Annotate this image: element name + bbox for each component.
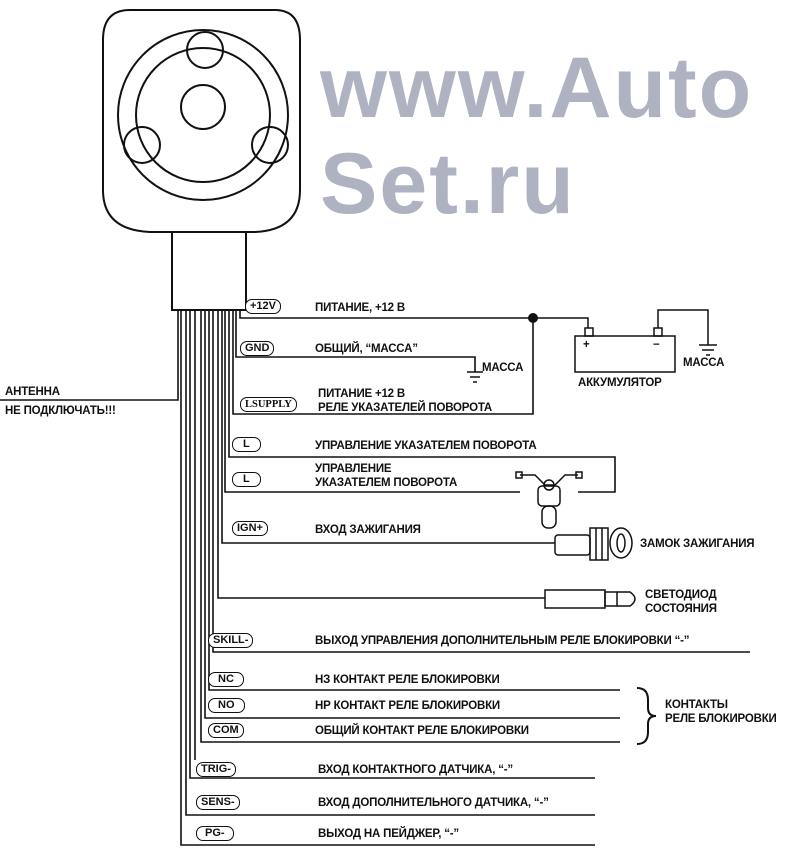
watermark: www.AutoSet.ru (320, 40, 754, 232)
wire-label-nc: НЗ КОНТАКТ РЕЛЕ БЛОКИРОВКИ (315, 674, 500, 686)
wire-label-12v: ПИТАНИЕ, +12 В (315, 302, 405, 314)
ignition-lock-label: ЗАМОК ЗАЖИГАНИЯ (640, 538, 755, 550)
battery-icon (530, 309, 717, 373)
wire-label-gnd: ОБЩИЙ, “МАССА” (315, 343, 418, 355)
wire-label-sens: ВХОД ДОПОЛНИТЕЛЬНОГО ДАТЧИКА, “-” (318, 797, 549, 809)
led-label: СВЕТОДИОД (645, 589, 717, 601)
wire-label-no: НР КОНТАКТ РЕЛЕ БЛОКИРОВКИ (315, 700, 500, 712)
wire-label-pg: ВЫХОД НА ПЕЙДЖЕР, “-” (318, 828, 459, 840)
ignition-lock-icon (554, 527, 633, 561)
wire-tag-pg: PG- (196, 826, 234, 841)
wire-tag-no: NO (208, 698, 245, 713)
wire-label-lsupply-2: РЕЛЕ УКАЗАТЕЛЕЙ ПОВОРОТА (318, 402, 493, 414)
wire-tag-skill: SKILL- (208, 633, 254, 648)
wire-tag-l1: L (232, 437, 261, 452)
led-label-2: СОСТОЯНИЯ (645, 603, 717, 615)
antenna-warning: НЕ ПОДКЛЮЧАТЬ!!! (5, 405, 116, 417)
led-icon (544, 589, 636, 609)
battery-minus: − (653, 339, 660, 351)
battery-plus: + (583, 339, 590, 351)
wire-tag-12v: +12V (245, 299, 281, 314)
wire-tag-lsupply: LSUPPLY (240, 397, 297, 412)
wire-tag-com: COM (208, 723, 244, 738)
wire-tag-l2: L (232, 472, 261, 487)
wire-label-com: ОБЩИЙ КОНТАКТ РЕЛЕ БЛОКИРОВКИ (315, 725, 529, 737)
relay-contacts-label-2: РЕЛЕ БЛОКИРОВКИ (665, 713, 777, 725)
brace-icon (636, 687, 657, 745)
wire-label-l2-2: УКАЗАТЕЛЕМ ПОВОРОТА (315, 477, 458, 489)
wire-label-skill: ВЫХОД УПРАВЛЕНИЯ ДОПОЛНИТЕЛЬНЫМ РЕЛЕ БЛО… (315, 635, 690, 647)
battery-label: АККУМУЛЯТОР (578, 377, 662, 389)
wire-label-trig: ВХОД КОНТАКТНОГО ДАТЧИКА, “-” (318, 764, 513, 776)
wire-label-l2: УПРАВЛЕНИЕ (315, 463, 392, 475)
wire-harness (0, 310, 750, 846)
ground-label: МАССА (482, 362, 524, 374)
wire-tag-sens: SENS- (196, 795, 240, 810)
antenna-label: АНТЕННА (5, 386, 60, 398)
wire-label-l1: УПРАВЛЕНИЕ УКАЗАТЕЛЕМ ПОВОРОТА (315, 440, 537, 452)
wire-tag-gnd: GND (240, 341, 275, 356)
wire-tag-ign: IGN+ (232, 521, 268, 536)
wire-tag-nc: NC (208, 672, 244, 687)
siren-device (102, 9, 301, 311)
motorcycle-turn-signal-icon (515, 471, 583, 529)
wire-label-ign: ВХОД ЗАЖИГАНИЯ (315, 524, 421, 536)
wire-label-lsupply: ПИТАНИЕ +12 В (318, 388, 405, 400)
battery-ground-label: МАССА (683, 357, 725, 369)
ground-icon (467, 371, 483, 383)
wire-tag-trig: TRIG- (196, 762, 236, 777)
relay-contacts-label: КОНТАКТЫ (665, 699, 728, 711)
